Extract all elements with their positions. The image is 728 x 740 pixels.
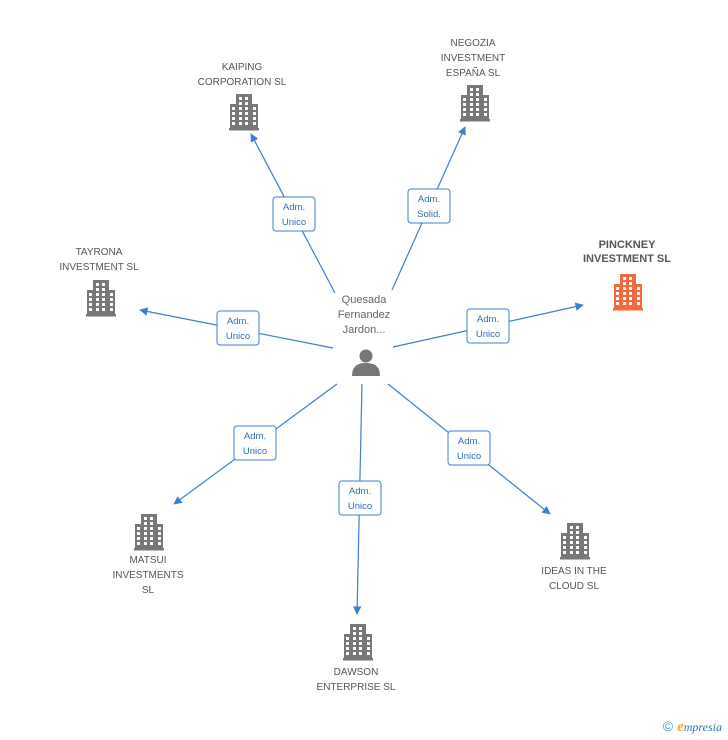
relation-badge-tayrona[interactable]: Adm. Unico [216, 310, 260, 346]
nodes-layer: KAIPING CORPORATION SL NEGOZIA INVESTMENT ES… [59, 38, 671, 693]
footer-brand: ©empresia [663, 718, 722, 736]
relation-label: Unico [348, 501, 372, 512]
person-name[interactable]: Jardon... [343, 324, 386, 336]
building-icon-pinckney[interactable] [613, 274, 643, 311]
relation-label: Adm. [418, 194, 440, 205]
company-name-tayrona[interactable]: INVESTMENT SL [59, 262, 139, 273]
company-name-matsui[interactable]: MATSUI [129, 555, 166, 566]
person-name[interactable]: Fernandez [338, 309, 391, 321]
building-icon-kaiping[interactable] [229, 94, 259, 131]
company-name-negozia[interactable]: INVESTMENT [441, 53, 505, 64]
relation-badge-negozia[interactable]: Adm. Solid. [407, 188, 451, 224]
relation-label: Unico [243, 446, 267, 457]
relation-badge-dawson[interactable]: Adm. Unico [338, 480, 382, 516]
edges-layer: Adm.UnicoAdm.Solid.Adm.UnicoAdm.UnicoAdm… [139, 126, 584, 615]
building-icon-tayrona[interactable] [86, 280, 116, 317]
company-name-negozia[interactable]: ESPAÑA SL [446, 66, 501, 79]
relation-label: Solid. [417, 209, 441, 220]
company-name-dawson[interactable]: DAWSON [334, 667, 379, 678]
relation-label: Adm. [477, 314, 499, 325]
relation-badge-kaiping[interactable]: Adm. Unico [272, 196, 316, 232]
company-name-pinckney[interactable]: INVESTMENT SL [583, 253, 671, 265]
company-name-matsui[interactable]: INVESTMENTS [112, 570, 183, 581]
company-name-ideas[interactable]: CLOUD SL [549, 581, 599, 592]
relation-label: Unico [476, 329, 500, 340]
company-name-matsui[interactable]: SL [142, 585, 155, 596]
building-icon-negozia[interactable] [460, 85, 490, 122]
relation-label: Unico [457, 451, 481, 462]
company-name-tayrona[interactable]: TAYRONA [76, 247, 123, 258]
company-name-negozia[interactable]: NEGOZIA [450, 38, 495, 49]
relation-badge-pinckney[interactable]: Adm. Unico [466, 308, 510, 344]
relation-badge-ideas[interactable]: Adm. Unico [447, 430, 491, 466]
company-name-ideas[interactable]: IDEAS IN THE [541, 566, 607, 577]
copyright-symbol: © [662, 718, 674, 734]
relation-label: Adm. [227, 316, 249, 327]
person-name[interactable]: Quesada [342, 294, 388, 306]
relation-label: Adm. [458, 436, 480, 447]
brand-logo-e: e [677, 719, 684, 735]
building-icon-dawson[interactable] [343, 624, 373, 661]
company-name-kaiping[interactable]: CORPORATION SL [198, 77, 287, 88]
building-icon-ideas[interactable] [560, 523, 590, 560]
relation-label: Adm. [244, 431, 266, 442]
person-icon[interactable] [352, 349, 380, 377]
company-name-kaiping[interactable]: KAIPING [222, 62, 263, 73]
relation-label: Adm. [283, 202, 305, 213]
company-name-dawson[interactable]: ENTERPRISE SL [317, 682, 396, 693]
relation-label: Unico [226, 331, 250, 342]
brand-logo-text: mpresia [683, 720, 722, 734]
building-icon-matsui[interactable] [134, 514, 164, 551]
relation-label: Adm. [349, 486, 371, 497]
company-name-pinckney[interactable]: PINCKNEY [599, 239, 657, 251]
relation-badge-matsui[interactable]: Adm. Unico [233, 425, 277, 461]
relation-label: Unico [282, 217, 306, 228]
